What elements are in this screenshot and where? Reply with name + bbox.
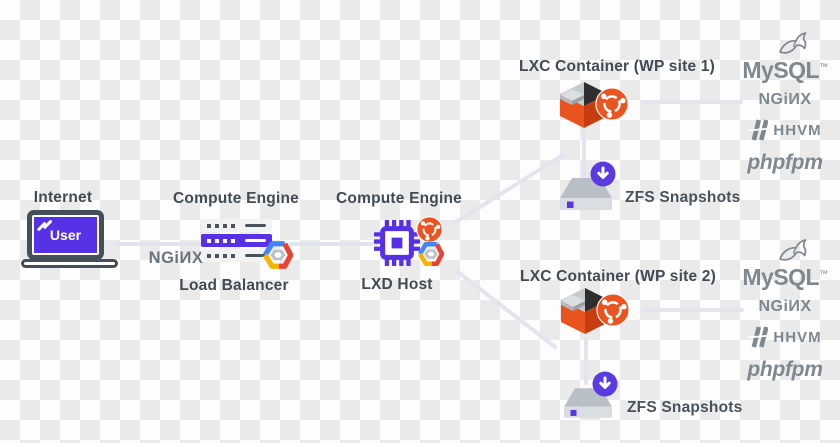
zfs-snapshots-1-label: ZFS Snapshots: [625, 189, 741, 206]
laptop-base: [21, 259, 118, 268]
load-balancer-caption: Load Balancer: [179, 277, 289, 294]
nginx-logo: NGiИX: [758, 298, 812, 315]
hhvm-label: HHVM: [773, 328, 822, 346]
server-row: [201, 219, 272, 232]
software-stack-1: MySQL™ NGiИX HHVM phpfpm: [742, 32, 828, 173]
gcp-hexagon-icon: [418, 242, 444, 266]
phpfpm-logo: phpfpm: [747, 151, 823, 174]
snapshot-download-icon: [590, 161, 616, 187]
hhvm-logo: HHVM: [748, 117, 821, 143]
ubuntu-logo-icon: [596, 293, 630, 327]
laptop-icon: User: [27, 210, 104, 260]
server-row: [201, 249, 272, 262]
zfs-snapshots-2-label: ZFS Snapshots: [627, 399, 743, 416]
lxc-container-2-title: LXC Container (WP site 2): [520, 268, 716, 285]
hhvm-logo: HHVM: [748, 324, 821, 350]
hhvm-slashes-icon: [748, 326, 769, 348]
load-balancer-title: Compute Engine: [173, 190, 299, 207]
lxd-host-caption: LXD Host: [361, 276, 433, 293]
laptop-screen: User: [34, 217, 97, 253]
server-icon: [201, 219, 272, 264]
gcp-hexagon-icon: [263, 241, 293, 269]
server-row-active: [201, 234, 272, 247]
phpfpm-logo: phpfpm: [747, 358, 823, 381]
trademark-symbol: ™: [819, 61, 828, 72]
user-label: User: [49, 227, 82, 243]
cpu-chip-icon: [374, 220, 420, 266]
mysql-logo: MySQL™: [742, 57, 828, 83]
mysql-dolphin-icon: [779, 32, 807, 54]
mysql-logo: MySQL™: [742, 264, 828, 290]
ubuntu-logo-icon: [416, 216, 443, 243]
trademark-symbol: ™: [819, 268, 828, 279]
hhvm-label: HHVM: [773, 121, 822, 139]
internet-label: Internet: [33, 189, 93, 206]
nginx-wordmark: NGiИX: [148, 249, 204, 267]
nginx-logo: NGiИX: [758, 91, 812, 108]
snapshot-download-icon: [592, 371, 618, 397]
lxc-container-1-title: LXC Container (WP site 1): [519, 58, 715, 75]
hhvm-slashes-icon: [748, 119, 769, 141]
mysql-dolphin-icon: [779, 239, 807, 261]
software-stack-2: MySQL™ NGiИX HHVM phpfpm: [742, 239, 828, 380]
lxd-host-title: Compute Engine: [336, 190, 462, 207]
ubuntu-logo-icon: [595, 87, 629, 121]
